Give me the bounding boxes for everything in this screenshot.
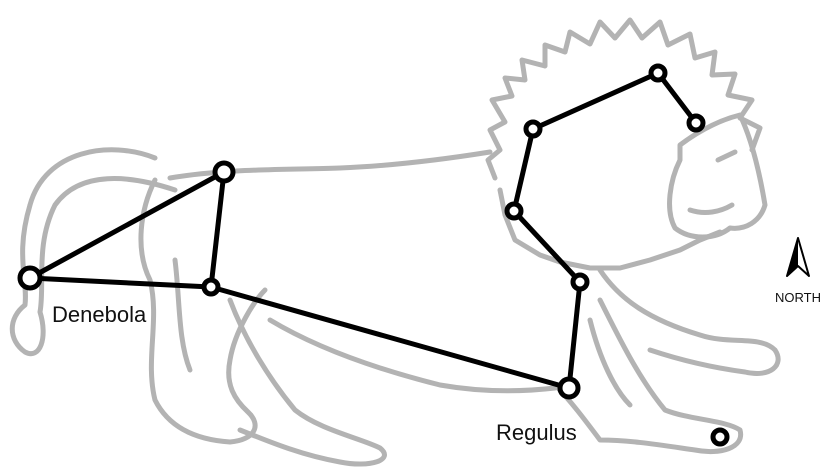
line-upper-back-to-lower-back <box>208 169 227 290</box>
star-head-right <box>686 113 706 133</box>
lion-hind-leg-outline <box>138 177 268 445</box>
star-denebola <box>17 265 43 291</box>
lion-hind-leg-back-outline <box>227 297 387 467</box>
star-head-top <box>648 63 668 83</box>
lion-belly-outline <box>267 317 558 394</box>
line-lower-back-to-regulus <box>208 284 572 391</box>
line-denebola-to-lower-back <box>27 275 214 290</box>
lion-mane-lower-outline <box>497 187 723 271</box>
line-mane-lower-to-mane-upper <box>511 126 536 214</box>
star-regulus <box>557 376 581 400</box>
lion-face-outline <box>667 112 768 240</box>
line-head-top-to-head-right <box>655 70 699 126</box>
lion-tail-outline <box>9 147 178 357</box>
line-regulus-to-chest <box>566 279 583 391</box>
star-paw <box>710 427 730 447</box>
line-chest-to-mane-lower <box>511 208 583 285</box>
star-lower-back <box>201 277 221 297</box>
lion-eye-outline <box>715 149 738 163</box>
lion-mouth-outline <box>687 202 735 215</box>
label-regulus: Regulus <box>496 420 577 445</box>
lion-hind-leg-inner-outline <box>172 257 193 373</box>
star-mane-lower <box>504 201 524 221</box>
lion-outline <box>9 17 781 467</box>
star-chest <box>570 272 590 292</box>
lion-front-leg-outline <box>552 297 744 455</box>
lion-front-leg-inner-outline <box>587 317 633 408</box>
label-denebola: Denebola <box>52 302 147 327</box>
lion-mane-outline <box>485 17 763 181</box>
star-upper-back <box>212 160 236 184</box>
line-mane-upper-to-head-top <box>530 70 661 132</box>
label-north: NORTH <box>775 290 821 305</box>
star-mane-upper <box>523 119 543 139</box>
lion-chest-outline <box>597 267 781 376</box>
line-denebola-to-upper-back <box>27 169 227 281</box>
north-indicator: NORTH <box>775 237 821 305</box>
constellation-lines <box>27 70 699 391</box>
stars <box>17 63 730 447</box>
